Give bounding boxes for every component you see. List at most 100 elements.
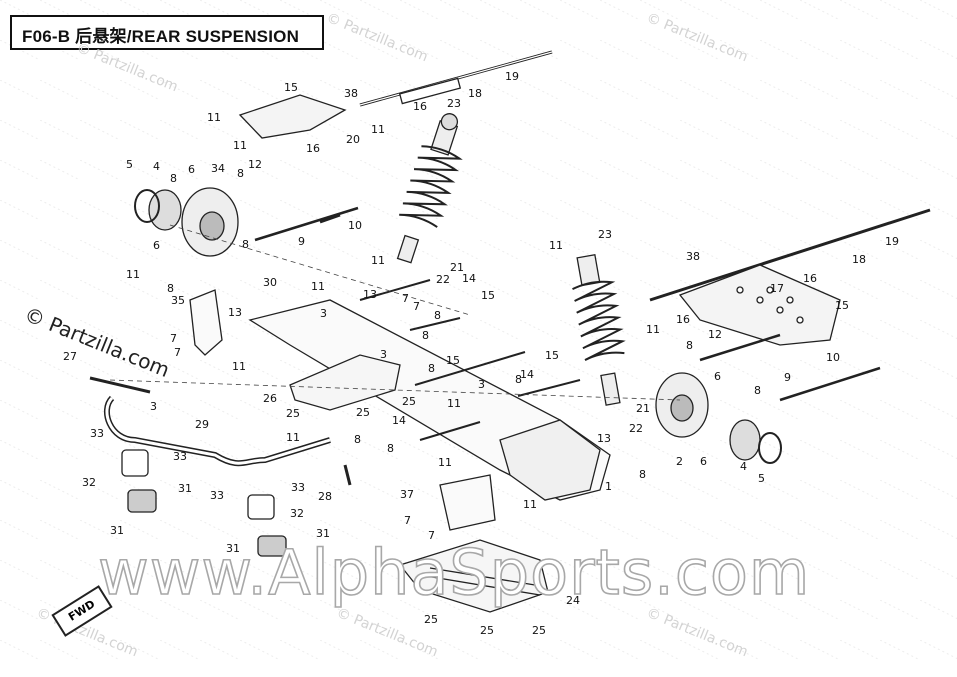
callout-33: 33 (90, 427, 104, 440)
callout-11: 11 (549, 239, 563, 252)
diagram-title: F06-B 后悬架/REAR SUSPENSION (22, 27, 300, 46)
callout-33: 33 (173, 450, 187, 463)
callout-18: 18 (852, 253, 866, 266)
callout-6: 6 (188, 163, 195, 176)
callout-3: 3 (380, 348, 387, 361)
callout-8: 8 (242, 238, 249, 251)
callout-31: 31 (110, 524, 124, 537)
callout-31: 31 (226, 542, 240, 555)
callout-16: 16 (306, 142, 320, 155)
callout-10: 10 (348, 219, 362, 232)
callout-23: 23 (598, 228, 612, 241)
callout-8: 8 (170, 172, 177, 185)
callout-7: 7 (402, 292, 409, 305)
callout-4: 4 (153, 160, 160, 173)
callout-22: 22 (436, 273, 450, 286)
callout-28: 28 (318, 490, 332, 503)
callout-37: 37 (400, 488, 414, 501)
callout-11: 11 (233, 139, 247, 152)
callout-11: 11 (286, 431, 300, 444)
callout-12: 12 (248, 158, 262, 171)
callout-29: 29 (195, 418, 209, 431)
callout-8: 8 (686, 339, 693, 352)
callout-8: 8 (422, 329, 429, 342)
callout-22: 22 (629, 422, 643, 435)
callout-11: 11 (371, 254, 385, 267)
callout-18: 18 (468, 87, 482, 100)
callout-15: 15 (835, 299, 849, 312)
callout-12: 12 (708, 328, 722, 341)
callout-10: 10 (826, 351, 840, 364)
callout-13: 13 (597, 432, 611, 445)
right-shock (572, 253, 626, 406)
callout-6: 6 (714, 370, 721, 383)
callout-11: 11 (447, 397, 461, 410)
callout-8: 8 (639, 468, 646, 481)
callout-11: 11 (523, 498, 537, 511)
callout-15: 15 (446, 354, 460, 367)
callout-13: 13 (363, 288, 377, 301)
callout-9: 9 (784, 371, 791, 384)
callout-11: 11 (126, 268, 140, 281)
callout-11: 11 (438, 456, 452, 469)
callout-25: 25 (424, 613, 438, 626)
callout-11: 11 (207, 111, 221, 124)
callout-25: 25 (402, 395, 416, 408)
callout-19: 19 (505, 70, 519, 83)
callout-3: 3 (320, 307, 327, 320)
callout-24: 24 (566, 594, 580, 607)
callout-25: 25 (286, 407, 300, 420)
callout-13: 13 (228, 306, 242, 319)
callout-25: 25 (532, 624, 546, 637)
callout-14: 14 (462, 272, 476, 285)
callout-20: 20 (346, 133, 360, 146)
callout-30: 30 (263, 276, 277, 289)
callout-3: 3 (150, 400, 157, 413)
callout-8: 8 (434, 309, 441, 322)
callout-32: 32 (82, 476, 96, 489)
callout-8: 8 (354, 433, 361, 446)
callout-3: 3 (478, 378, 485, 391)
callout-7: 7 (413, 300, 420, 313)
callout-9: 9 (298, 235, 305, 248)
callout-16: 16 (676, 313, 690, 326)
callout-15: 15 (481, 289, 495, 302)
callout-31: 31 (316, 527, 330, 540)
callout-34: 34 (211, 162, 225, 175)
callout-35: 35 (171, 294, 185, 307)
callout-8: 8 (515, 373, 522, 386)
callout-15: 15 (545, 349, 559, 362)
callout-38: 38 (344, 87, 358, 100)
callout-11: 11 (311, 280, 325, 293)
callout-5: 5 (758, 472, 765, 485)
callout-7: 7 (174, 346, 181, 359)
title-frame (10, 15, 324, 50)
callout-8: 8 (387, 442, 394, 455)
callout-6: 6 (700, 455, 707, 468)
callout-7: 7 (404, 514, 411, 527)
callout-17: 17 (770, 282, 784, 295)
left-shock (396, 113, 463, 264)
callout-16: 16 (413, 100, 427, 113)
callout-2: 2 (676, 455, 683, 468)
watermark-alphasports: www.AlphaSports.com (97, 535, 811, 610)
callout-27: 27 (63, 350, 77, 363)
callout-8: 8 (754, 384, 761, 397)
callout-25: 25 (356, 406, 370, 419)
callout-11: 11 (371, 123, 385, 136)
callout-23: 23 (447, 97, 461, 110)
callout-31: 31 (178, 482, 192, 495)
callout-11: 11 (232, 360, 246, 373)
callout-1: 1 (605, 480, 612, 493)
callout-16: 16 (803, 272, 817, 285)
callout-5: 5 (126, 158, 133, 171)
callout-7: 7 (428, 529, 435, 542)
suspension-parts (89, 50, 931, 613)
callout-14: 14 (392, 414, 406, 427)
callout-26: 26 (263, 392, 277, 405)
callout-15: 15 (284, 81, 298, 94)
callout-8: 8 (167, 282, 174, 295)
